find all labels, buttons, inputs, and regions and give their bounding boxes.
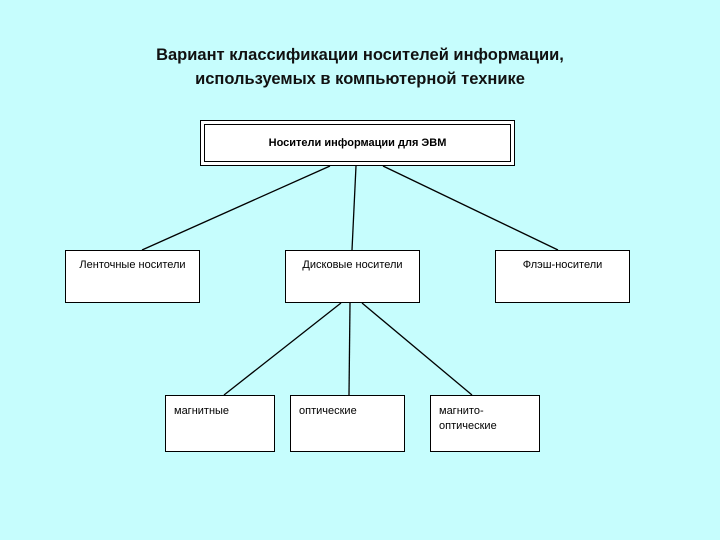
node-magneto-optical: магнито-оптические xyxy=(430,395,540,452)
node-root: Носители информации для ЭВМ xyxy=(200,120,515,166)
connector-root-to-tape xyxy=(141,165,331,251)
connector-disk-to-magnetic xyxy=(223,302,342,396)
node-disk-media: Дисковые носители xyxy=(285,250,420,303)
connector-disk-to-optical xyxy=(348,302,351,396)
node-optical: оптические xyxy=(290,395,405,452)
node-magneto-optical-label: магнито-оптические xyxy=(439,405,497,432)
node-optical-label: оптические xyxy=(299,405,357,417)
slide-title-line2: используемых в компьютерной технике xyxy=(195,69,525,88)
node-flash-media: Флэш-носители xyxy=(495,250,630,303)
connector-disk-to-magnetooptical xyxy=(361,302,473,396)
node-magnetic: магнитные xyxy=(165,395,275,452)
node-disk-media-label: Дисковые носители xyxy=(302,259,403,271)
node-flash-media-label: Флэш-носители xyxy=(522,259,603,271)
node-tape-media: Ленточные носители xyxy=(65,250,200,303)
connector-root-to-disk xyxy=(351,165,357,251)
slide-title: Вариант классификации носителей информац… xyxy=(60,44,660,92)
slide-title-line1: Вариант классификации носителей информац… xyxy=(156,46,564,64)
node-root-label: Носители информации для ЭВМ xyxy=(204,124,511,162)
node-tape-media-label: Ленточные носители xyxy=(79,259,186,271)
node-magnetic-label: магнитные xyxy=(174,405,230,417)
connector-root-to-flash xyxy=(382,165,559,251)
